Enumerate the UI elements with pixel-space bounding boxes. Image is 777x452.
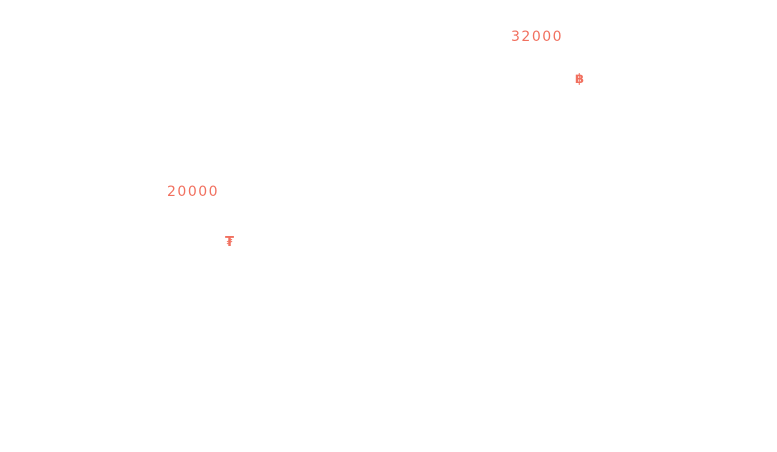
tether-amount-label: 20000	[167, 184, 220, 200]
bitcoin-amount-label: 32000	[511, 29, 564, 45]
bitcoin-icon: ฿	[575, 72, 585, 87]
tether-icon: ₮	[225, 235, 235, 250]
